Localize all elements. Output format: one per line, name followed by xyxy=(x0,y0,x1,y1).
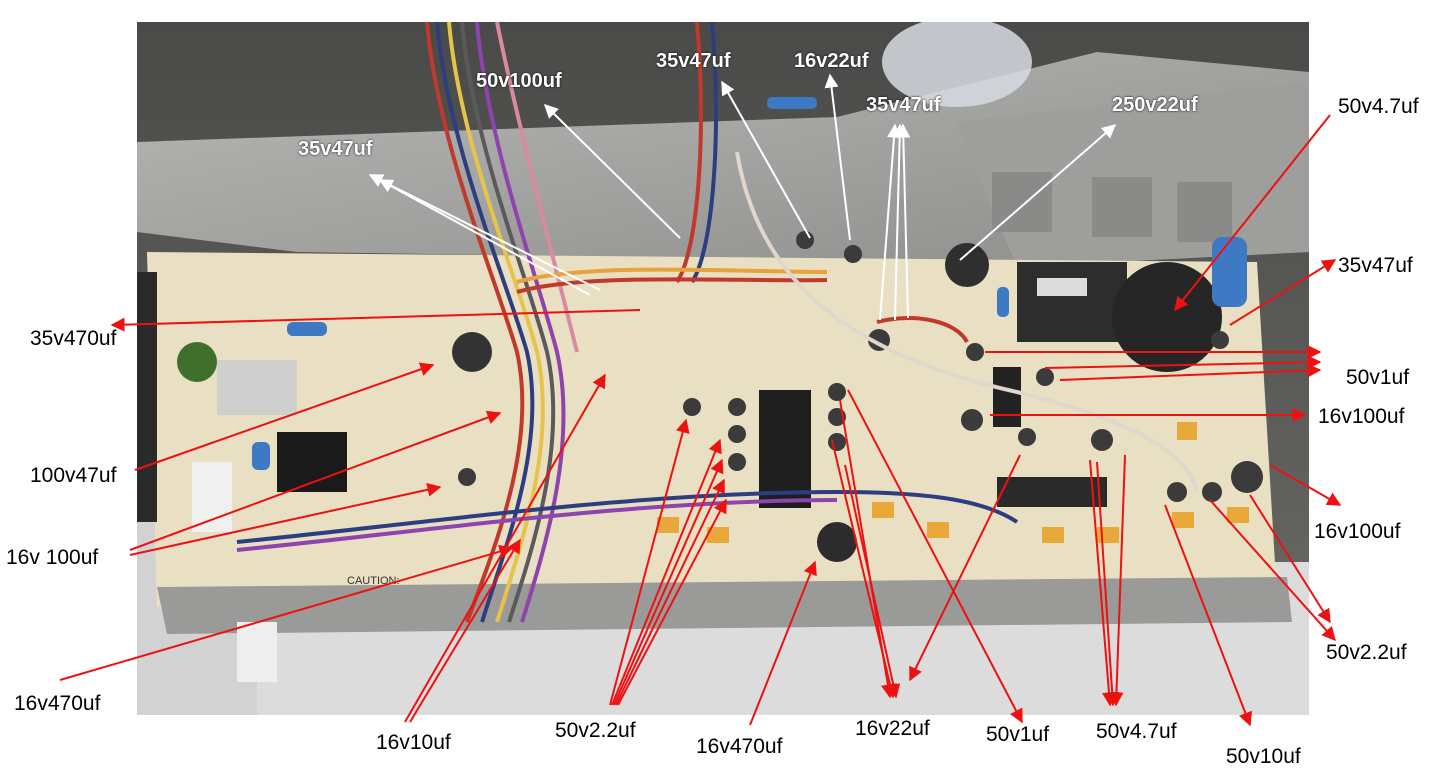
cap-label-250v22uf: 250v22uf xyxy=(1112,94,1198,116)
cap-label-50v1uf-bottom: 50v1uf xyxy=(986,723,1050,746)
cap-label-50v4.7uf-bottom: 50v4.7uf xyxy=(1096,720,1177,743)
cap-label-16v100uf-right-upper: 16v100uf xyxy=(1318,405,1405,428)
cap-label-16v22uf-bottom: 16v22uf xyxy=(855,717,930,740)
cap-label-16v22uf-top: 16v22uf xyxy=(794,50,869,72)
svg-text:CAUTION:: CAUTION: xyxy=(347,575,400,587)
cap-label-16v-100uf-left: 16v 100uf xyxy=(6,546,99,569)
cap-label-50v1uf-right: 50v1uf xyxy=(1346,366,1410,389)
cap-label-16v470uf-bottom: 16v470uf xyxy=(696,735,783,758)
cap-label-50v2.2uf-bottom: 50v2.2uf xyxy=(555,719,636,742)
cap-label-35v470uf: 35v470uf xyxy=(30,327,117,350)
cap-label-50v4.7uf-right: 50v4.7uf xyxy=(1338,95,1419,118)
cap-label-50v2.2uf-right: 50v2.2uf xyxy=(1326,641,1407,664)
circuit-board-photo: CAUTION: xyxy=(137,22,1309,715)
cap-label-50v100uf: 50v100uf xyxy=(476,70,562,92)
cap-label-35v47uf-right: 35v47uf xyxy=(1338,254,1413,277)
cap-label-16v100uf-right-lower: 16v100uf xyxy=(1314,520,1401,543)
cap-label-50v10uf: 50v10uf xyxy=(1226,745,1301,768)
cap-label-35v47uf-top: 35v47uf xyxy=(656,50,731,72)
cap-label-100v47uf: 100v47uf xyxy=(30,464,117,487)
cap-label-35v47uf-center: 35v47uf xyxy=(866,94,941,116)
cap-label-16v10uf: 16v10uf xyxy=(376,731,451,754)
cap-label-16v470uf-left: 16v470uf xyxy=(14,692,101,715)
cap-label-35v47uf-left: 35v47uf xyxy=(298,138,373,160)
